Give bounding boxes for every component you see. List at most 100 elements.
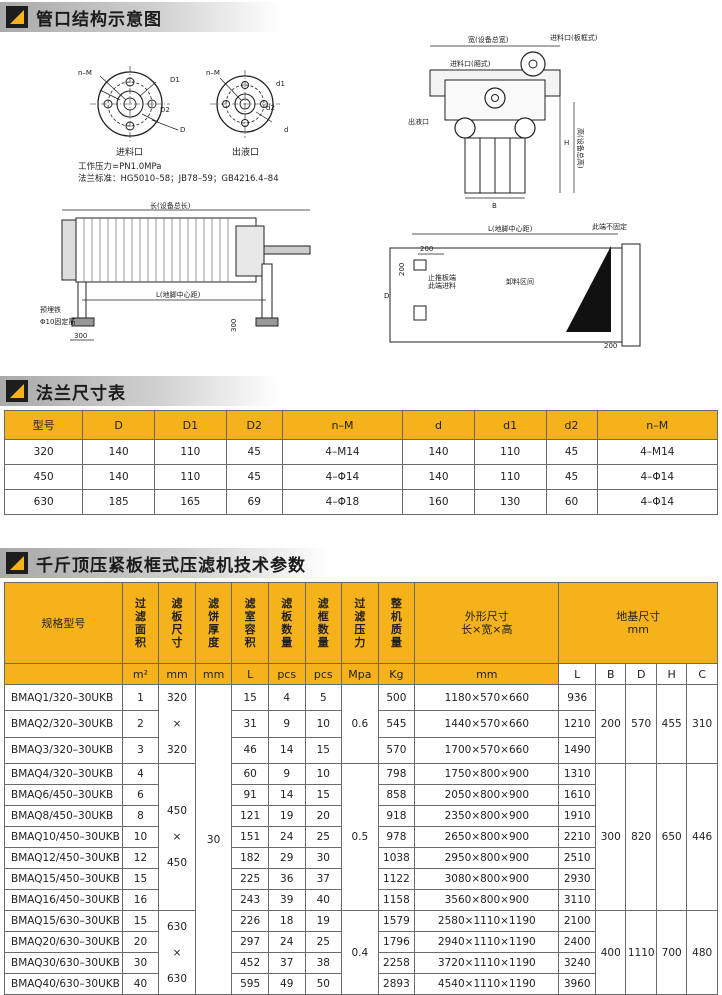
- dimensions-cell: 2950×800×900: [414, 847, 560, 869]
- model-cell: BMAQ8/450–30UKB: [4, 805, 123, 827]
- header-pressure: 过滤压力: [341, 582, 379, 664]
- foundation-L-cell: 2400: [558, 931, 596, 953]
- dimensions-cell: 1750×800×900: [414, 763, 560, 785]
- label-H: H: [564, 139, 569, 147]
- frame-count-cell: 50: [304, 973, 343, 995]
- section-title: 千斤顶压紧板框式压滤机技术参数: [36, 555, 306, 576]
- label-nM: n–M: [78, 69, 92, 77]
- mass-cell: 500: [377, 683, 416, 712]
- area-cell: 12: [121, 847, 160, 869]
- frame-count-cell: 10: [304, 710, 343, 738]
- label-outlet: 出液口: [232, 146, 259, 158]
- foundation-H-cell: 455: [655, 684, 688, 764]
- label-inlet-frame: 进料口(板框式): [550, 33, 598, 42]
- table-cell: 45: [225, 439, 283, 465]
- section-title: 管口结构示意图: [36, 9, 162, 30]
- frame-count-cell: 37: [304, 868, 343, 890]
- label-stop-plate: 止推板端: [428, 273, 456, 282]
- unit-cell: D: [625, 663, 657, 685]
- volume-cell: 151: [231, 826, 269, 848]
- foundation-L-cell: 3960: [558, 973, 596, 995]
- plate-size-line: 630: [167, 972, 188, 985]
- mass-cell: 1579: [377, 910, 416, 932]
- label-not-fixed: 此端不固定: [592, 222, 627, 231]
- label-200c: 200: [604, 342, 617, 350]
- table-cell: 130: [473, 489, 547, 515]
- inlet-flange-drawing: n–M D1 D2 D 进料口: [78, 66, 185, 158]
- foundation-B-cell: 300: [594, 763, 627, 911]
- section-header-spec: 千斤顶压紧板框式压滤机技术参数: [0, 548, 330, 578]
- label-D: D: [180, 126, 185, 134]
- mass-cell: 2893: [377, 973, 416, 995]
- col-header: d2: [545, 410, 598, 440]
- plate-count-cell: 19: [267, 805, 306, 827]
- model-cell: BMAQ6/450–30UKB: [4, 784, 123, 806]
- flange-table: 型号 D D1 D2 n–M d d1 d2 n–M 320 140 110 4…: [3, 410, 719, 515]
- plate-size-line: 320: [167, 744, 188, 756]
- section-marker-icon: [6, 6, 28, 28]
- col-header: d: [402, 410, 475, 440]
- frame-count-cell: 20: [304, 805, 343, 827]
- plate-size-line: 450: [167, 805, 188, 817]
- plate-count-cell: 4: [267, 683, 306, 712]
- frame-count-cell: 15: [304, 784, 343, 806]
- dimensions-cell: 2350×800×900: [414, 805, 560, 827]
- frame-count-cell: 15: [304, 736, 343, 765]
- col-header: n–M: [281, 410, 404, 440]
- label-B: B: [492, 202, 497, 210]
- frame-count-cell: 38: [304, 952, 343, 974]
- note-standard: 法兰标准：HG5010–58；JB78–59；GB4216.4–84: [78, 174, 279, 184]
- model-cell: BMAQ4/320–30UKB: [4, 763, 123, 785]
- unit-cell: Mpa: [341, 663, 379, 685]
- table-cell: 45: [225, 464, 283, 490]
- pressure-notes: 工作压力=PN1.0MPa 法兰标准：HG5010–58；JB78–59；GB4…: [78, 161, 279, 185]
- foundation-D-cell: 820: [625, 763, 657, 911]
- foundation-L-cell: 1310: [558, 763, 596, 785]
- dimensions-cell: 2050×800×900: [414, 784, 560, 806]
- label-length-total: 长(设备总长): [150, 201, 191, 210]
- mass-cell: 798: [377, 763, 416, 785]
- foundation-L-cell: 2930: [558, 868, 596, 890]
- col-header: d1: [473, 410, 547, 440]
- foundation-B-cell: 400: [594, 910, 627, 995]
- label-inlet-end: 此端进料: [428, 281, 456, 290]
- volume-cell: 60: [231, 763, 269, 785]
- plate-size-line: 450: [167, 857, 188, 869]
- dimensions-cell: 1700×570×660: [414, 736, 560, 765]
- frame-count-cell: 25: [304, 931, 343, 953]
- unit-cell: C: [686, 663, 718, 685]
- label-D1: D1: [170, 76, 180, 84]
- volume-cell: 121: [231, 805, 269, 827]
- unit-cell: mm: [414, 663, 560, 685]
- pipe-flange-diagram: n–M D1 D2 D 进料口 n–M d1 d2 d 出液口: [78, 66, 288, 158]
- header-bar: [0, 2, 280, 32]
- mass-cell: 1038: [377, 847, 416, 869]
- volume-cell: 226: [231, 910, 269, 932]
- unit-cell: L: [231, 663, 269, 685]
- section-marker-icon: [6, 380, 28, 402]
- label-outlet-front: 出液口: [408, 117, 429, 126]
- area-cell: 15: [121, 868, 160, 890]
- section-title: 法兰尺寸表: [36, 383, 126, 404]
- foundation-L-cell: 2510: [558, 847, 596, 869]
- mass-cell: 570: [377, 736, 416, 765]
- outlet-flange-drawing: n–M d1 d2 d 出液口: [206, 69, 288, 158]
- header-bar: [0, 548, 330, 578]
- table-cell: 320: [3, 439, 84, 465]
- table-cell: 69: [225, 489, 283, 515]
- section-header-pipe: 管口结构示意图: [0, 2, 280, 32]
- foundation-diagram: L(地脚中心距) 此端不固定 200 200 止推板端 此端进料 卸料区间 D …: [384, 222, 641, 350]
- area-cell: 6: [121, 784, 160, 806]
- table-cell: 185: [82, 489, 155, 515]
- area-cell: 10: [121, 826, 160, 848]
- area-cell: 2: [121, 710, 160, 738]
- volume-cell: 31: [231, 710, 269, 738]
- dimensions-cell: 1440×570×660: [414, 710, 560, 738]
- label-discharge: 卸料区间: [506, 277, 534, 286]
- mass-cell: 1122: [377, 868, 416, 890]
- header-model: 规格型号: [4, 582, 123, 664]
- foundation-L-cell: 1910: [558, 805, 596, 827]
- area-cell: 4: [121, 763, 160, 785]
- dimensions-cell: 2650×800×900: [414, 826, 560, 848]
